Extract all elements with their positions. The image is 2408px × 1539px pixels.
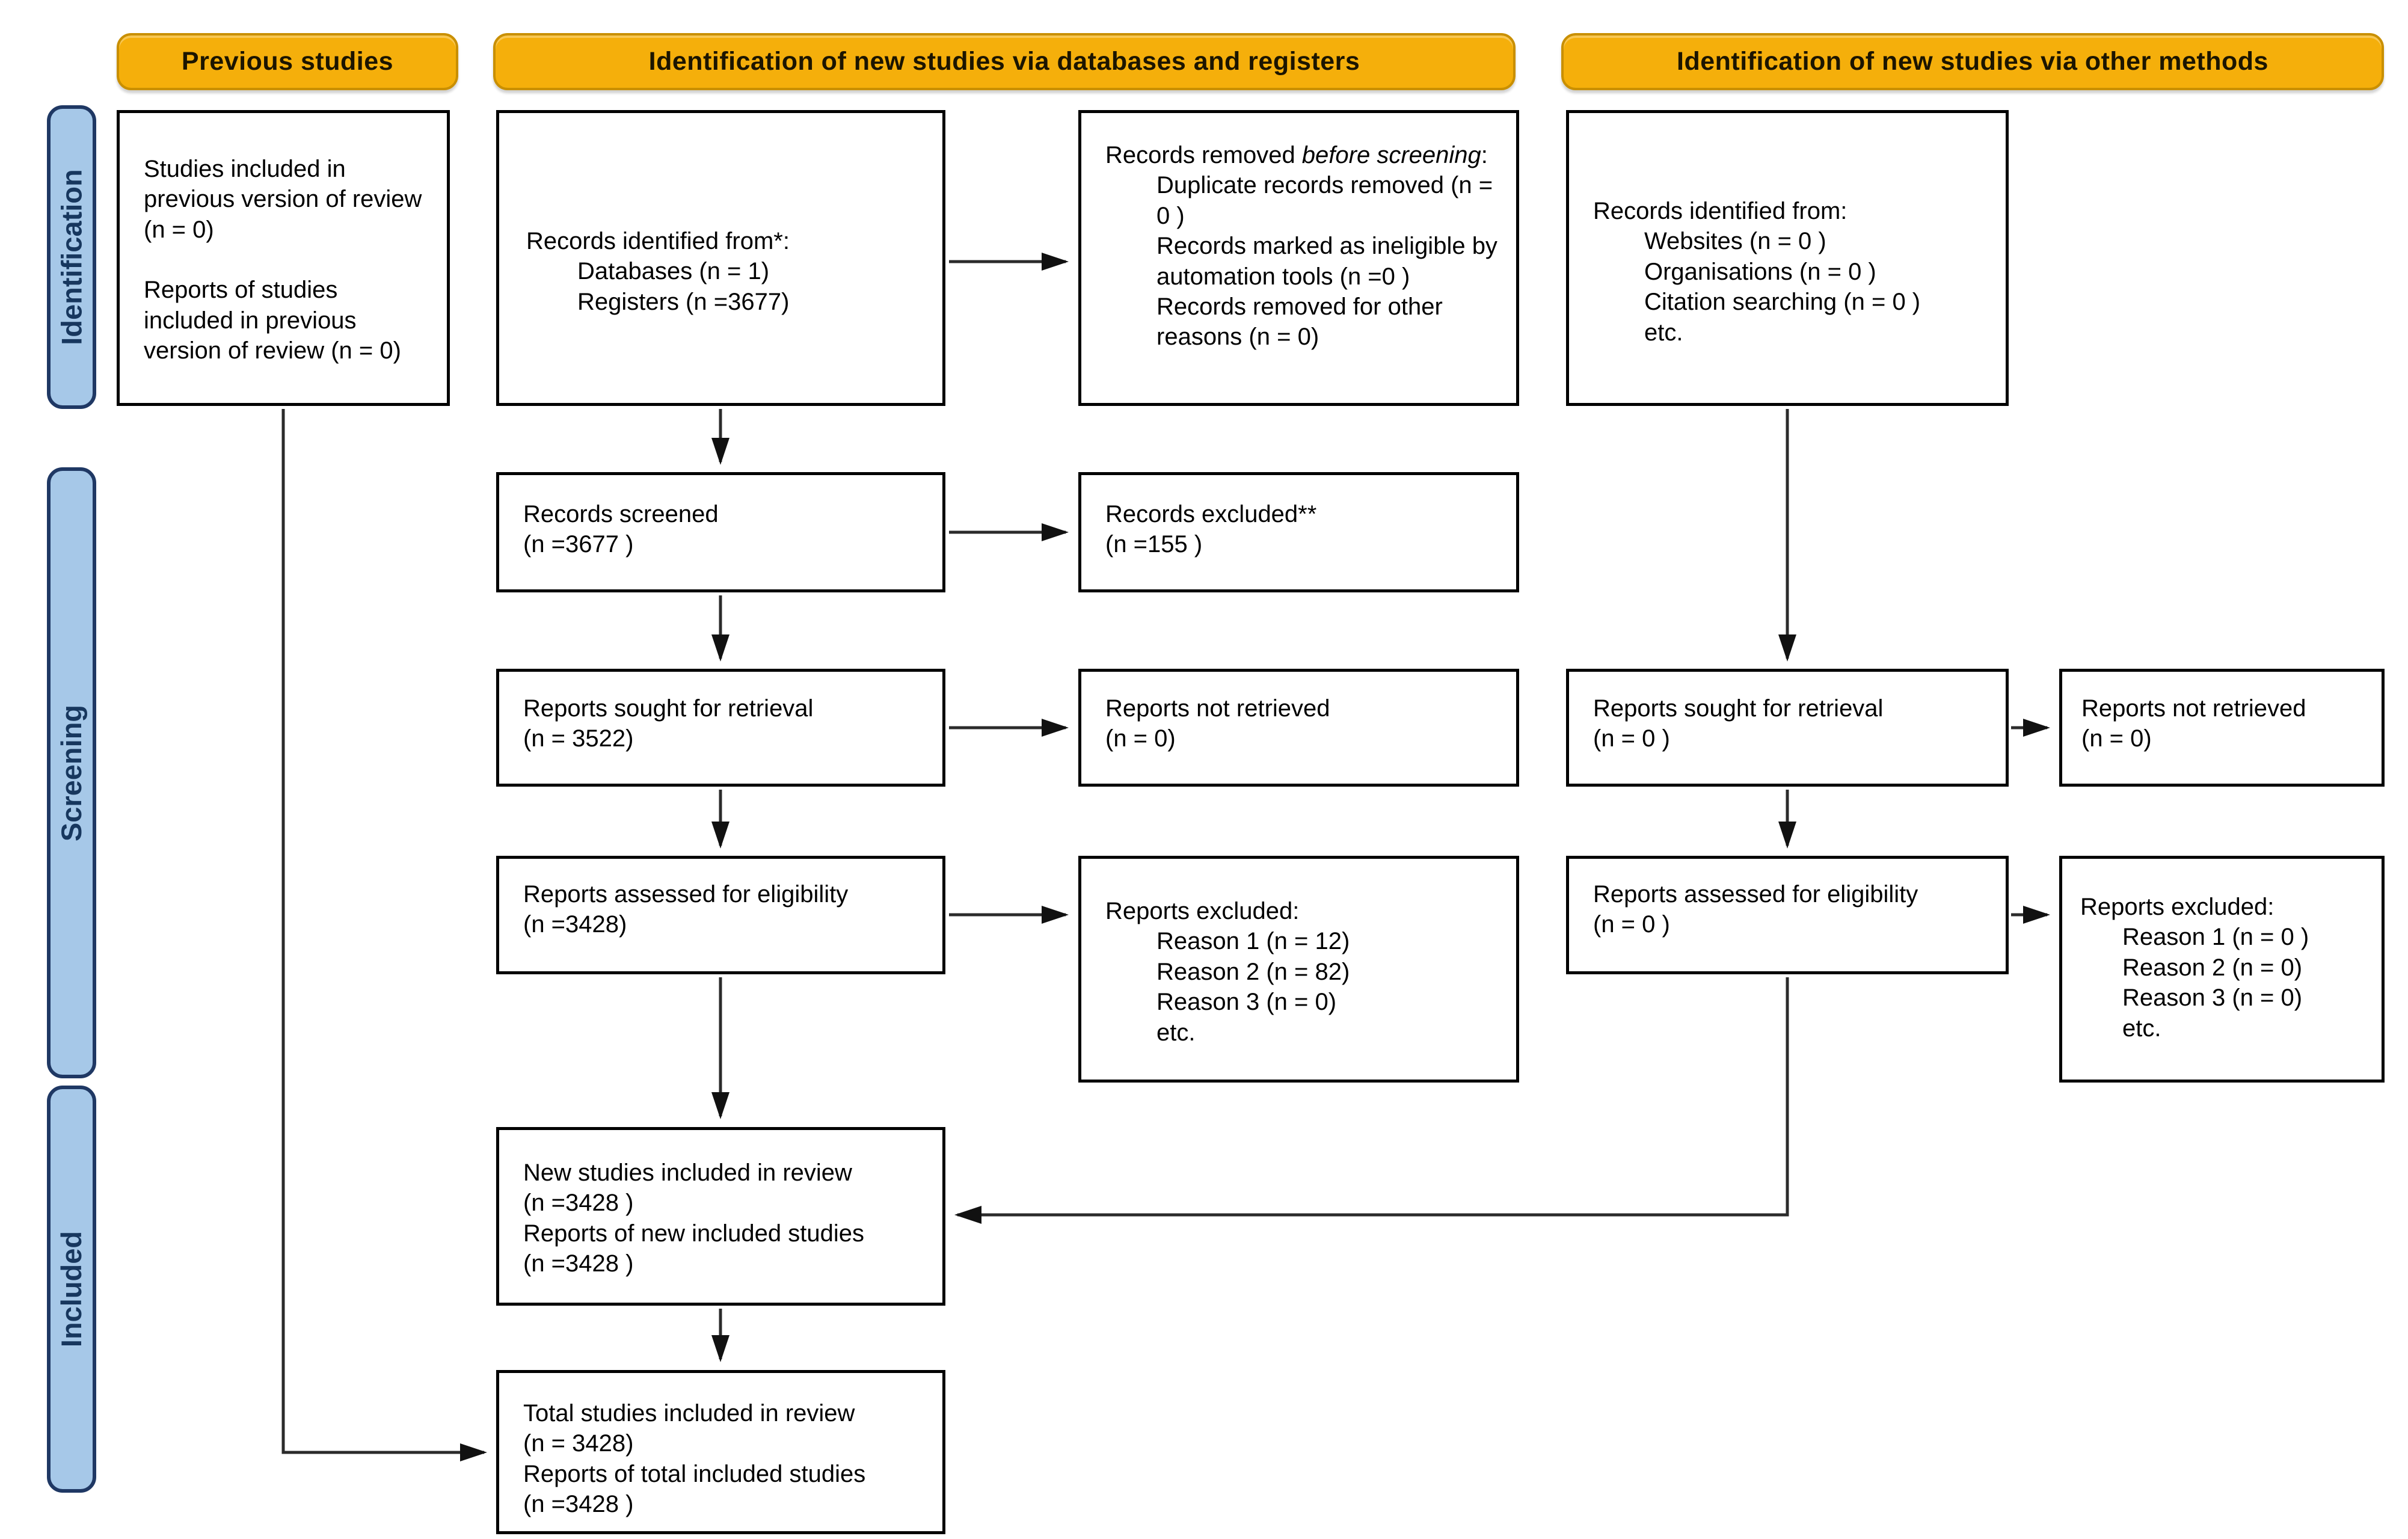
side-rail-screening: Screening [47, 467, 96, 1078]
reports-assessed-other-label: Reports assessed for eligibility [1593, 881, 1918, 908]
reports-not-retrieved-label: Reports not retrieved [1105, 695, 1330, 722]
records-identified-other-item: Organisations (n = 0 ) [1644, 258, 1876, 285]
box-reports-excluded-databases: Reports excluded: Reason 1 (n = 12) Reas… [1078, 856, 1519, 1083]
box-total-studies-included: Total studies included in review (n = 34… [496, 1370, 945, 1534]
box-previous-studies: Studies included in previous version of … [117, 110, 450, 406]
side-rail-screening-label: Screening [55, 704, 88, 841]
records-identified-other-item: etc. [1644, 319, 1683, 346]
reports-assessed-count: (n =3428) [523, 911, 627, 938]
new-reports-label: Reports of new included studies [523, 1220, 864, 1247]
reports-excluded-reason: Reason 1 (n = 12) [1156, 928, 1350, 955]
box-new-studies-included: New studies included in review (n =3428 … [496, 1127, 945, 1306]
total-studies-label: Total studies included in review [523, 1400, 855, 1427]
records-removed-item: Records marked as ineligible by automati… [1156, 233, 1497, 290]
records-identified-other-item: Websites (n = 0 ) [1644, 228, 1826, 255]
reports-not-retrieved-other-label: Reports not retrieved [2081, 695, 2306, 722]
box-records-excluded: Records excluded** (n =155 ) [1078, 472, 1519, 592]
banner-previous-studies-label: Previous studies [181, 47, 394, 76]
records-identified-other-item: Citation searching (n = 0 ) [1644, 289, 1921, 316]
box-records-identified-other: Records identified from: Websites (n = 0… [1566, 110, 2009, 406]
box-reports-excluded-other: Reports excluded: Reason 1 (n = 0 ) Reas… [2059, 856, 2385, 1083]
banner-databases-registers: Identification of new studies via databa… [493, 33, 1516, 90]
previous-studies-text-2: Reports of studies included in previous … [144, 277, 401, 364]
records-removed-title-prefix: Records removed [1105, 142, 1302, 168]
reports-not-retrieved-count: (n = 0) [1105, 725, 1176, 752]
new-reports-count: (n =3428 ) [523, 1250, 634, 1277]
box-reports-assessed-databases: Reports assessed for eligibility (n =342… [496, 856, 945, 974]
box-reports-assessed-other: Reports assessed for eligibility (n = 0 … [1566, 856, 2009, 974]
box-records-screened: Records screened (n =3677 ) [496, 472, 945, 592]
reports-sought-label: Reports sought for retrieval [523, 695, 814, 722]
reports-assessed-label: Reports assessed for eligibility [523, 881, 849, 908]
reports-sought-other-label: Reports sought for retrieval [1593, 695, 1884, 722]
banner-other-methods-label: Identification of new studies via other … [1677, 47, 2268, 76]
total-studies-count: (n = 3428) [523, 1430, 634, 1457]
box-reports-not-retrieved-other: Reports not retrieved (n = 0) [2059, 669, 2385, 787]
box-reports-sought-other: Reports sought for retrieval (n = 0 ) [1566, 669, 2009, 787]
side-rail-included: Included [47, 1086, 96, 1493]
records-excluded-label: Records excluded** [1105, 501, 1317, 527]
box-reports-not-retrieved-databases: Reports not retrieved (n = 0) [1078, 669, 1519, 787]
reports-assessed-other-count: (n = 0 ) [1593, 911, 1670, 938]
total-reports-count: (n =3428 ) [523, 1491, 634, 1518]
reports-excluded-reason: Reason 2 (n = 82) [1156, 958, 1350, 985]
banner-previous-studies: Previous studies [117, 33, 458, 90]
reports-sought-other-count: (n = 0 ) [1593, 725, 1670, 752]
reports-excluded-other-reason: Reason 1 (n = 0 ) [2122, 924, 2309, 951]
side-rail-identification: Identification [47, 105, 96, 409]
records-identified-item: Databases (n = 1) [577, 258, 770, 285]
new-studies-label: New studies included in review [523, 1160, 852, 1186]
reports-excluded-title: Reports excluded: [1105, 898, 1300, 924]
reports-excluded-other-reason: etc. [2122, 1015, 2161, 1042]
banner-other-methods: Identification of new studies via other … [1561, 33, 2384, 90]
reports-excluded-reason: etc. [1156, 1019, 1196, 1046]
reports-excluded-other-reason: Reason 2 (n = 0) [2122, 954, 2303, 981]
records-removed-title: Records removed before screening: [1105, 140, 1504, 170]
previous-studies-text-1: Studies included in previous version of … [144, 156, 422, 243]
reports-excluded-other-title: Reports excluded: [2080, 894, 2274, 920]
records-removed-item: Records removed for other reasons (n = 0… [1156, 293, 1443, 351]
box-records-removed: Records removed before screening: Duplic… [1078, 110, 1519, 406]
new-studies-count: (n =3428 ) [523, 1190, 634, 1217]
reports-excluded-other-reason: Reason 3 (n = 0) [2122, 985, 2303, 1012]
records-excluded-count: (n =155 ) [1105, 531, 1203, 558]
records-screened-count: (n =3677 ) [523, 531, 634, 558]
records-identified-other-title: Records identified from: [1593, 198, 1847, 224]
records-identified-title: Records identified from*: [526, 228, 790, 254]
spacer [144, 245, 430, 275]
box-reports-sought-databases: Reports sought for retrieval (n = 3522) [496, 669, 945, 787]
records-removed-item: Duplicate records removed (n = 0 ) [1156, 172, 1493, 229]
reports-sought-count: (n = 3522) [523, 725, 634, 752]
side-rail-included-label: Included [55, 1230, 88, 1348]
records-removed-title-italic: before screening [1301, 142, 1481, 168]
banner-databases-registers-label: Identification of new studies via databa… [648, 47, 1360, 76]
reports-excluded-reason: Reason 3 (n = 0) [1156, 989, 1337, 1016]
records-identified-item: Registers (n =3677) [577, 288, 790, 315]
records-screened-label: Records screened [523, 501, 719, 527]
side-rail-identification-label: Identification [55, 169, 88, 345]
arrow-previous-to-total [281, 409, 487, 1461]
reports-not-retrieved-other-count: (n = 0) [2081, 725, 2152, 752]
records-removed-title-suffix: : [1481, 142, 1488, 168]
total-reports-label: Reports of total included studies [523, 1460, 866, 1487]
box-records-identified-databases: Records identified from*: Databases (n =… [496, 110, 945, 406]
